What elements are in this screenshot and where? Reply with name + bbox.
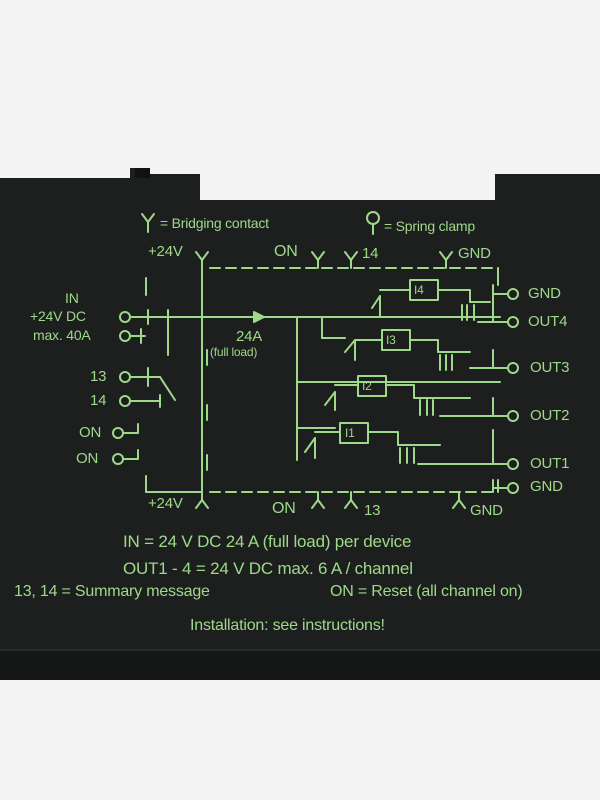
spec-line-1: IN = 24 V DC 24 A (full load) per device — [123, 532, 412, 551]
spec-line-2: OUT1 - 4 = 24 V DC max. 6 A / channel — [123, 559, 413, 578]
top-gnd-label: GND — [458, 245, 491, 262]
channel-2-label: I2 — [362, 379, 372, 393]
channel-4-label: I4 — [414, 283, 424, 297]
on1-label: ON — [79, 424, 102, 441]
out4-label: OUT4 — [528, 313, 568, 330]
housing-lower-band — [0, 650, 600, 680]
top-plus24v-symbol — [195, 251, 209, 269]
channel-3-switch — [344, 339, 356, 361]
bottom-on-symbol — [311, 491, 325, 509]
load-current-label: 24A — [236, 328, 263, 345]
bottom-on-label: ON — [272, 500, 296, 517]
channel-1-switch — [304, 437, 316, 459]
supply-arrow — [253, 311, 265, 323]
out2-label: OUT2 — [530, 407, 570, 424]
t13-label: 13 — [90, 368, 107, 385]
channel-2-switch — [324, 391, 336, 411]
load-note-label: (full load) — [210, 345, 258, 359]
channel-3-label: I3 — [386, 333, 396, 347]
channel-1-label: I1 — [345, 426, 355, 440]
device-label-panel: = Bridging contact = Spring clamp +24V O… — [0, 168, 600, 680]
t14-label: 14 — [90, 392, 107, 409]
bridging-contact-symbol — [141, 213, 155, 233]
top-notch — [135, 168, 150, 178]
top-on-label: ON — [274, 243, 298, 260]
device-housing — [0, 168, 600, 680]
top-14-label: 14 — [362, 245, 379, 262]
bottom-13-label: 13 — [364, 502, 381, 519]
top-14-symbol — [344, 251, 358, 269]
top-on-symbol — [311, 251, 325, 269]
spec-line-4: Installation: see instructions! — [190, 617, 385, 634]
out3-label: OUT3 — [530, 359, 570, 376]
bottom-plus24v-label: +24V — [148, 495, 183, 512]
bottom-gnd-label: GND — [470, 502, 503, 519]
in-dc-label: +24V DC — [30, 308, 86, 324]
top-plus24v-label: +24V — [148, 243, 183, 260]
gnd-top-label: GND — [528, 285, 561, 302]
gnd-bottom-label: GND — [530, 478, 563, 495]
housing-and-schematic — [0, 168, 600, 680]
spec-line-3b: ON = Reset (all channel on) — [330, 583, 523, 600]
bottom-gnd-symbol — [452, 491, 466, 509]
bottom-plus24v-symbol — [195, 491, 209, 509]
top-gnd-symbol — [439, 251, 453, 269]
out1-label: OUT1 — [530, 455, 570, 472]
spec-line-3: 13, 14 = Summary message — [14, 583, 210, 600]
in-max-label: max. 40A — [33, 327, 91, 343]
in-label: IN — [65, 290, 79, 306]
on2-label: ON — [76, 450, 99, 467]
bottom-13-symbol — [344, 491, 358, 509]
legend-spring-clamp: = Spring clamp — [384, 218, 475, 234]
legend-bridging-contact: = Bridging contact — [160, 215, 269, 231]
channel-4-switch — [371, 295, 381, 318]
